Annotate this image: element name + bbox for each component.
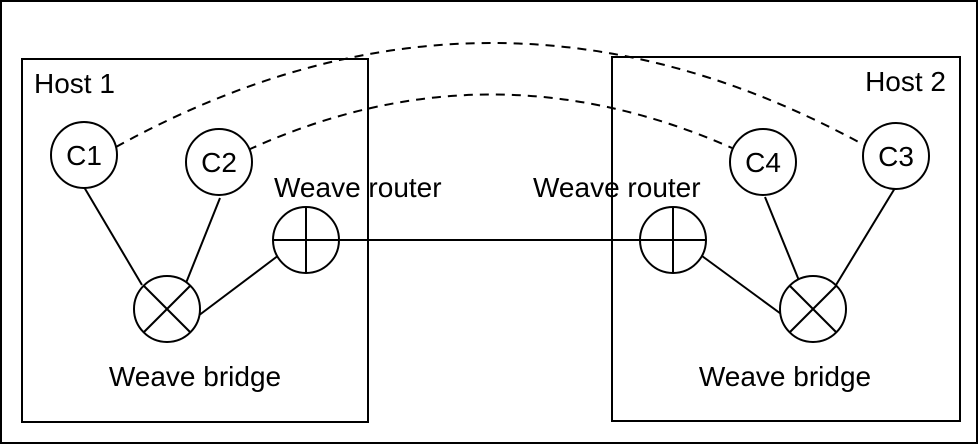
weave-router-2-label: Weave router	[533, 172, 701, 203]
container-c3: C3	[862, 122, 930, 190]
weave-bridge-2-icon	[779, 275, 847, 343]
host-2-label: Host 2	[865, 66, 946, 97]
container-c3-label: C3	[878, 141, 914, 172]
host-1-label: Host 1	[34, 68, 115, 99]
container-c1: C1	[50, 121, 118, 189]
weave-router-1-label: Weave router	[274, 172, 442, 203]
weave-bridge-1-label: Weave bridge	[109, 361, 281, 392]
container-c2-label: C2	[201, 147, 237, 178]
weave-bridge-1-icon	[133, 275, 201, 343]
weave-router-1-icon	[272, 206, 340, 274]
link-c4-bridge2	[764, 196, 801, 284]
container-c2: C2	[185, 128, 253, 196]
link-c3-bridge2	[835, 187, 896, 286]
container-c4: C4	[729, 128, 797, 196]
link-bridge1-router1	[193, 254, 280, 320]
weave-router-2-icon	[639, 206, 707, 274]
container-c4-label: C4	[745, 147, 781, 178]
link-c2-bridge1	[185, 197, 221, 284]
overlay-link-c2-c4	[247, 93, 733, 151]
link-c1-bridge1	[83, 186, 143, 286]
container-c1-label: C1	[66, 140, 102, 171]
overlay-link-c1-c3	[115, 42, 865, 148]
link-router2-bridge2	[701, 255, 789, 320]
weave-bridge-2-label: Weave bridge	[699, 361, 871, 392]
